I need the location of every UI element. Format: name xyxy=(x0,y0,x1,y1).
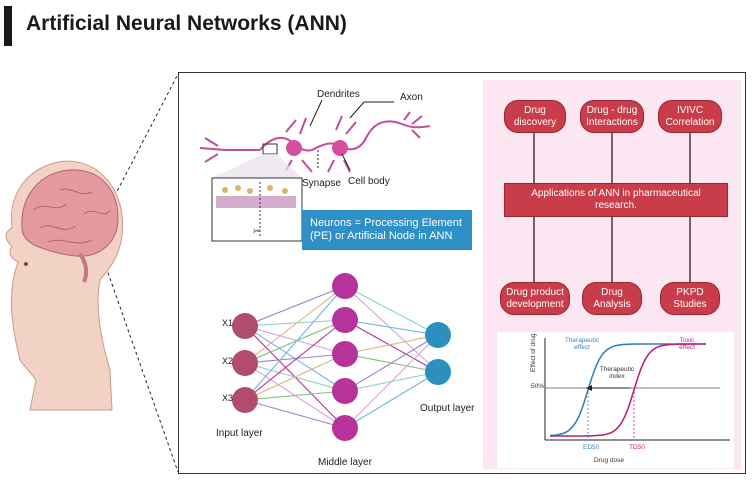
app-drug-discovery: Drug discovery xyxy=(504,100,566,133)
human-head-icon xyxy=(5,160,124,411)
app-pkpd-studies: PKPD Studies xyxy=(660,282,720,315)
ann-connection xyxy=(344,319,439,336)
zoom-line-top xyxy=(97,73,179,229)
middle-node xyxy=(332,273,358,299)
ann-connection xyxy=(244,353,346,364)
middle-node xyxy=(332,415,358,441)
synapse-inset-detail: ✂ xyxy=(216,182,296,237)
ann-connection xyxy=(244,319,346,364)
zoom-frame xyxy=(178,72,746,474)
input-node xyxy=(232,313,258,339)
ann-connection xyxy=(344,334,439,429)
therapeutic-index-label: Therapeutic index xyxy=(599,366,635,380)
synapse-label: Synapse xyxy=(302,178,341,189)
input-label-x1: X1 xyxy=(222,318,234,328)
ann-connection xyxy=(244,319,346,327)
middle-layer-label: Middle layer xyxy=(318,457,372,468)
ann-connection xyxy=(244,353,346,401)
page-title: Artificial Neural Networks (ANN) xyxy=(26,12,347,35)
therapeutic-effect-label: Therapeutic effect xyxy=(564,337,600,351)
ann-connection xyxy=(344,285,439,336)
output-layer-label: Output layer xyxy=(420,403,475,414)
middle-node xyxy=(332,341,358,367)
input-label-x2: X2 xyxy=(222,356,234,366)
zoom-line-bottom xyxy=(99,249,179,473)
toxic-curve xyxy=(550,343,706,437)
input-layer-label: Input layer xyxy=(216,428,263,439)
ann-connection xyxy=(244,390,346,401)
svg-text:✂: ✂ xyxy=(253,227,261,237)
app-drug-drug-interactions: Drug - drug Interactions xyxy=(580,100,644,133)
app-drug-product-development: Drug product development xyxy=(500,282,570,315)
cell-body-label: Cell body xyxy=(348,176,390,187)
td50-label: TD50 xyxy=(629,444,645,451)
application-connectors xyxy=(533,133,691,282)
applications-center-box: Applications of ANN in pharmaceutical re… xyxy=(504,183,728,217)
ann-connection xyxy=(344,334,439,392)
dendrites-label: Dendrites xyxy=(317,89,360,100)
axon-label: Axon xyxy=(400,92,423,103)
app-ivivc-correlation: IVIVC Correlation xyxy=(658,100,722,133)
chart-y-tick-50: 50% xyxy=(531,383,545,390)
middle-node xyxy=(332,307,358,333)
title-accent-bar xyxy=(4,6,12,46)
neuron-illustration xyxy=(199,111,431,173)
app-drug-analysis: Drug Analysis xyxy=(582,282,642,315)
ann-connection xyxy=(244,399,346,429)
input-label-x3: X3 xyxy=(222,393,234,403)
neuron-cell-body-2 xyxy=(332,140,348,156)
neuron-cell-body-1 xyxy=(286,140,302,156)
ann-connection xyxy=(244,325,346,355)
ann-connection xyxy=(244,285,346,401)
ed50-label: ED50 xyxy=(583,444,600,451)
chart-ylabel: Effect of drug xyxy=(530,333,537,372)
ann-connection xyxy=(344,371,439,429)
ann-connection xyxy=(344,285,439,373)
middle-node xyxy=(332,378,358,404)
ann-connection xyxy=(244,285,346,327)
chart-xlabel: Drug dose xyxy=(594,457,624,464)
definition-box: Neurons = Processing Element (PE) or Art… xyxy=(302,210,472,250)
output-node xyxy=(425,322,451,348)
output-node xyxy=(425,359,451,385)
ann-connection xyxy=(244,285,346,364)
dose-response-chart-bg xyxy=(497,332,734,468)
dose-response-chart xyxy=(544,338,730,441)
toxic-effect-label: Toxic effect xyxy=(679,337,695,351)
therapeutic-index-arrowhead xyxy=(586,385,592,391)
ann-connection xyxy=(244,319,346,401)
ann-connection xyxy=(344,334,439,355)
ann-connection xyxy=(344,319,439,373)
input-node xyxy=(232,350,258,376)
ann-connections xyxy=(244,285,439,429)
input-node xyxy=(232,387,258,413)
